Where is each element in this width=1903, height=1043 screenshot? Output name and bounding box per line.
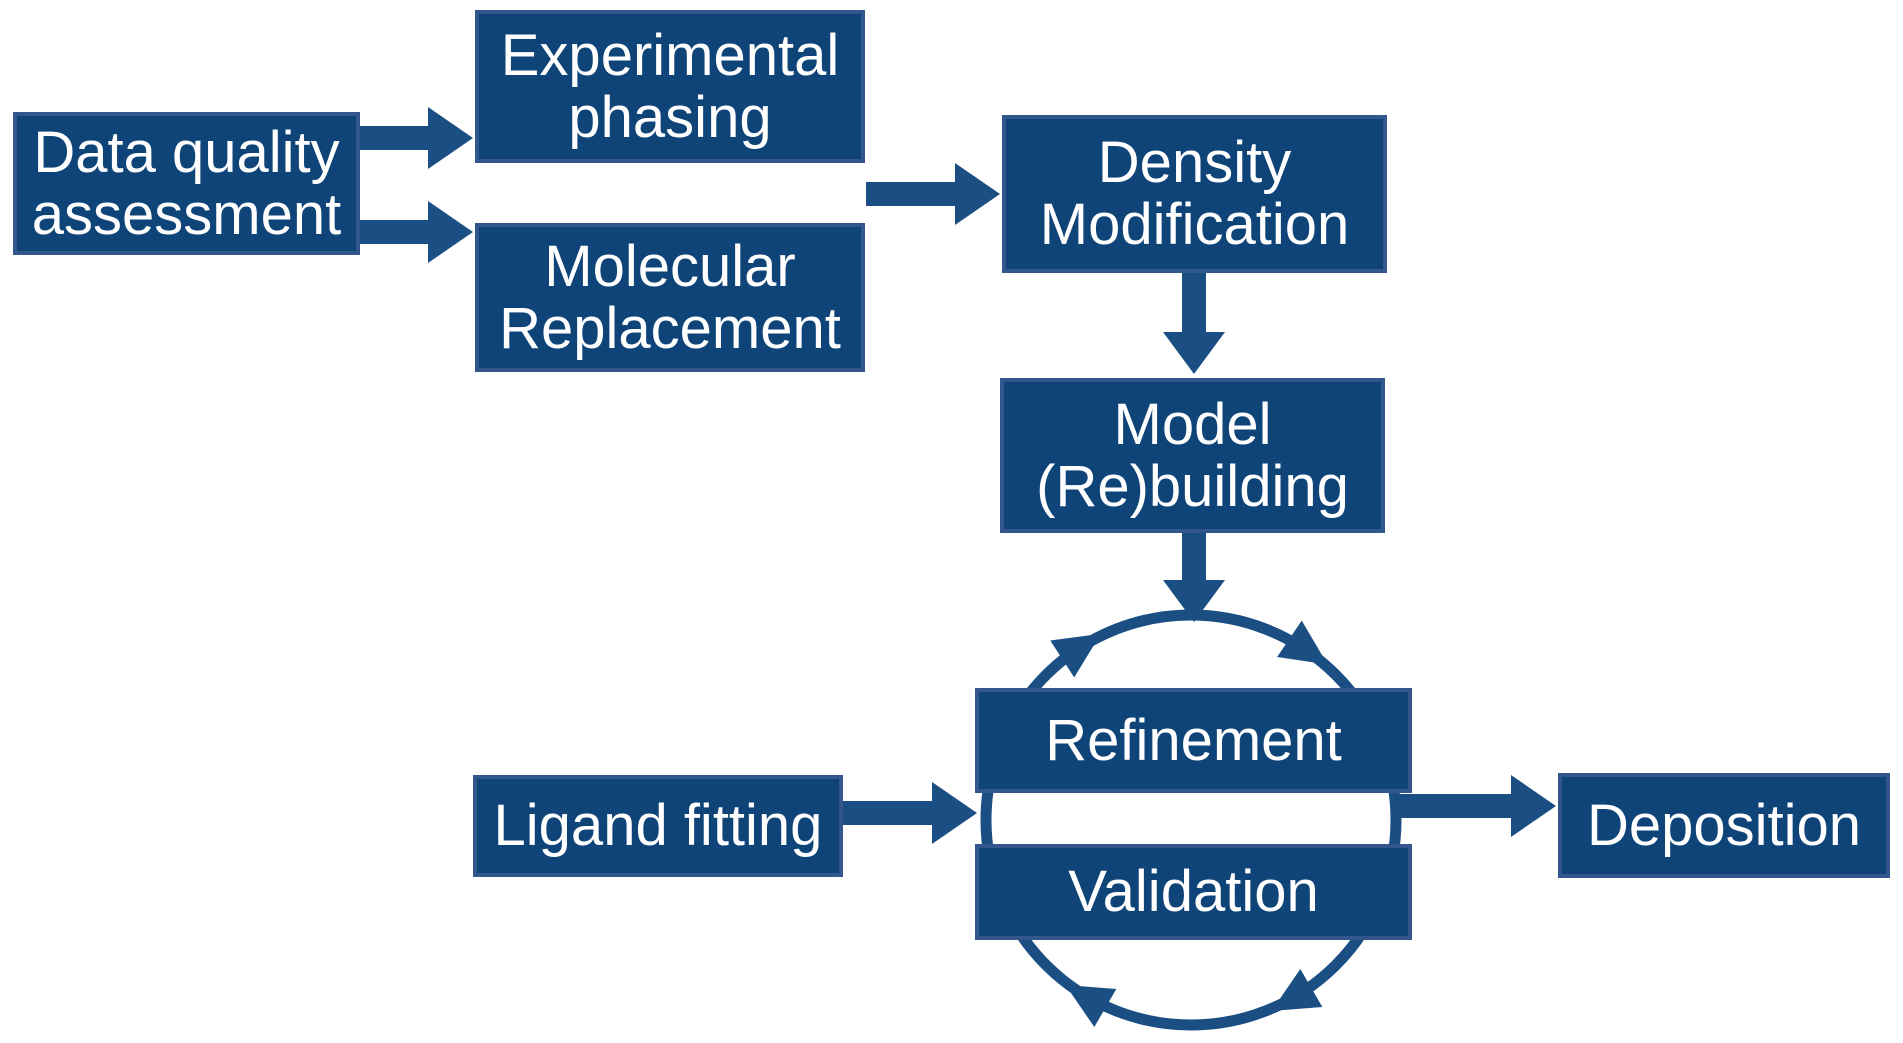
- arrow-density-modification-to-model-rebuilding: [1163, 273, 1225, 374]
- box-experimental-phasing: Experimental phasing: [475, 10, 865, 163]
- arrow-data-quality-to-experimental-phasing: [360, 107, 473, 169]
- box-deposition: Deposition: [1558, 773, 1890, 878]
- box-label-line: Validation: [1068, 859, 1319, 924]
- box-label-line: Molecular: [544, 233, 796, 299]
- cycle-arrowhead-top-right: [1277, 620, 1328, 665]
- arrow-data-quality-to-molecular-replacement: [360, 201, 473, 263]
- box-label-line: Density: [1097, 130, 1292, 195]
- arrow-model-rebuilding-to-cycle: [1163, 533, 1225, 622]
- box-molecular-replacement: Molecular Replacement: [475, 223, 865, 372]
- box-label-line: Refinement: [1045, 707, 1342, 773]
- box-validation: Validation: [975, 844, 1412, 940]
- box-label-line: (Re)building: [1036, 453, 1349, 519]
- box-model-rebuilding: Model (Re)building: [1000, 378, 1385, 533]
- box-label-line: Experimental: [500, 22, 840, 88]
- box-data-quality-assessment: Data quality assessment: [13, 112, 360, 255]
- box-label-line: Deposition: [1586, 792, 1862, 858]
- box-label-line: Modification: [1039, 192, 1350, 257]
- box-label-line: Ligand fitting: [493, 793, 823, 858]
- box-label-line: Replacement: [499, 295, 841, 361]
- box-refinement: Refinement: [975, 688, 1412, 793]
- cycle-arrowhead-bottom-right: [1271, 968, 1323, 1011]
- arrow-phasing-to-density-modification: [866, 163, 1000, 225]
- box-density-modification: Density Modification: [1002, 115, 1387, 273]
- cycle-arrowhead-top-left: [1050, 633, 1101, 678]
- arrow-ligand-fitting-to-cycle: [843, 782, 977, 844]
- box-label-line: Model: [1113, 391, 1272, 457]
- cycle-arrowhead-bottom-left: [1065, 985, 1117, 1028]
- box-label-line: assessment: [31, 181, 342, 247]
- box-label-line: phasing: [568, 84, 772, 150]
- arrow-cycle-to-deposition: [1396, 775, 1556, 837]
- refinement-validation-cycle-circle: [980, 609, 1402, 1031]
- box-ligand-fitting: Ligand fitting: [473, 775, 843, 877]
- box-label-line: Data quality: [33, 119, 340, 185]
